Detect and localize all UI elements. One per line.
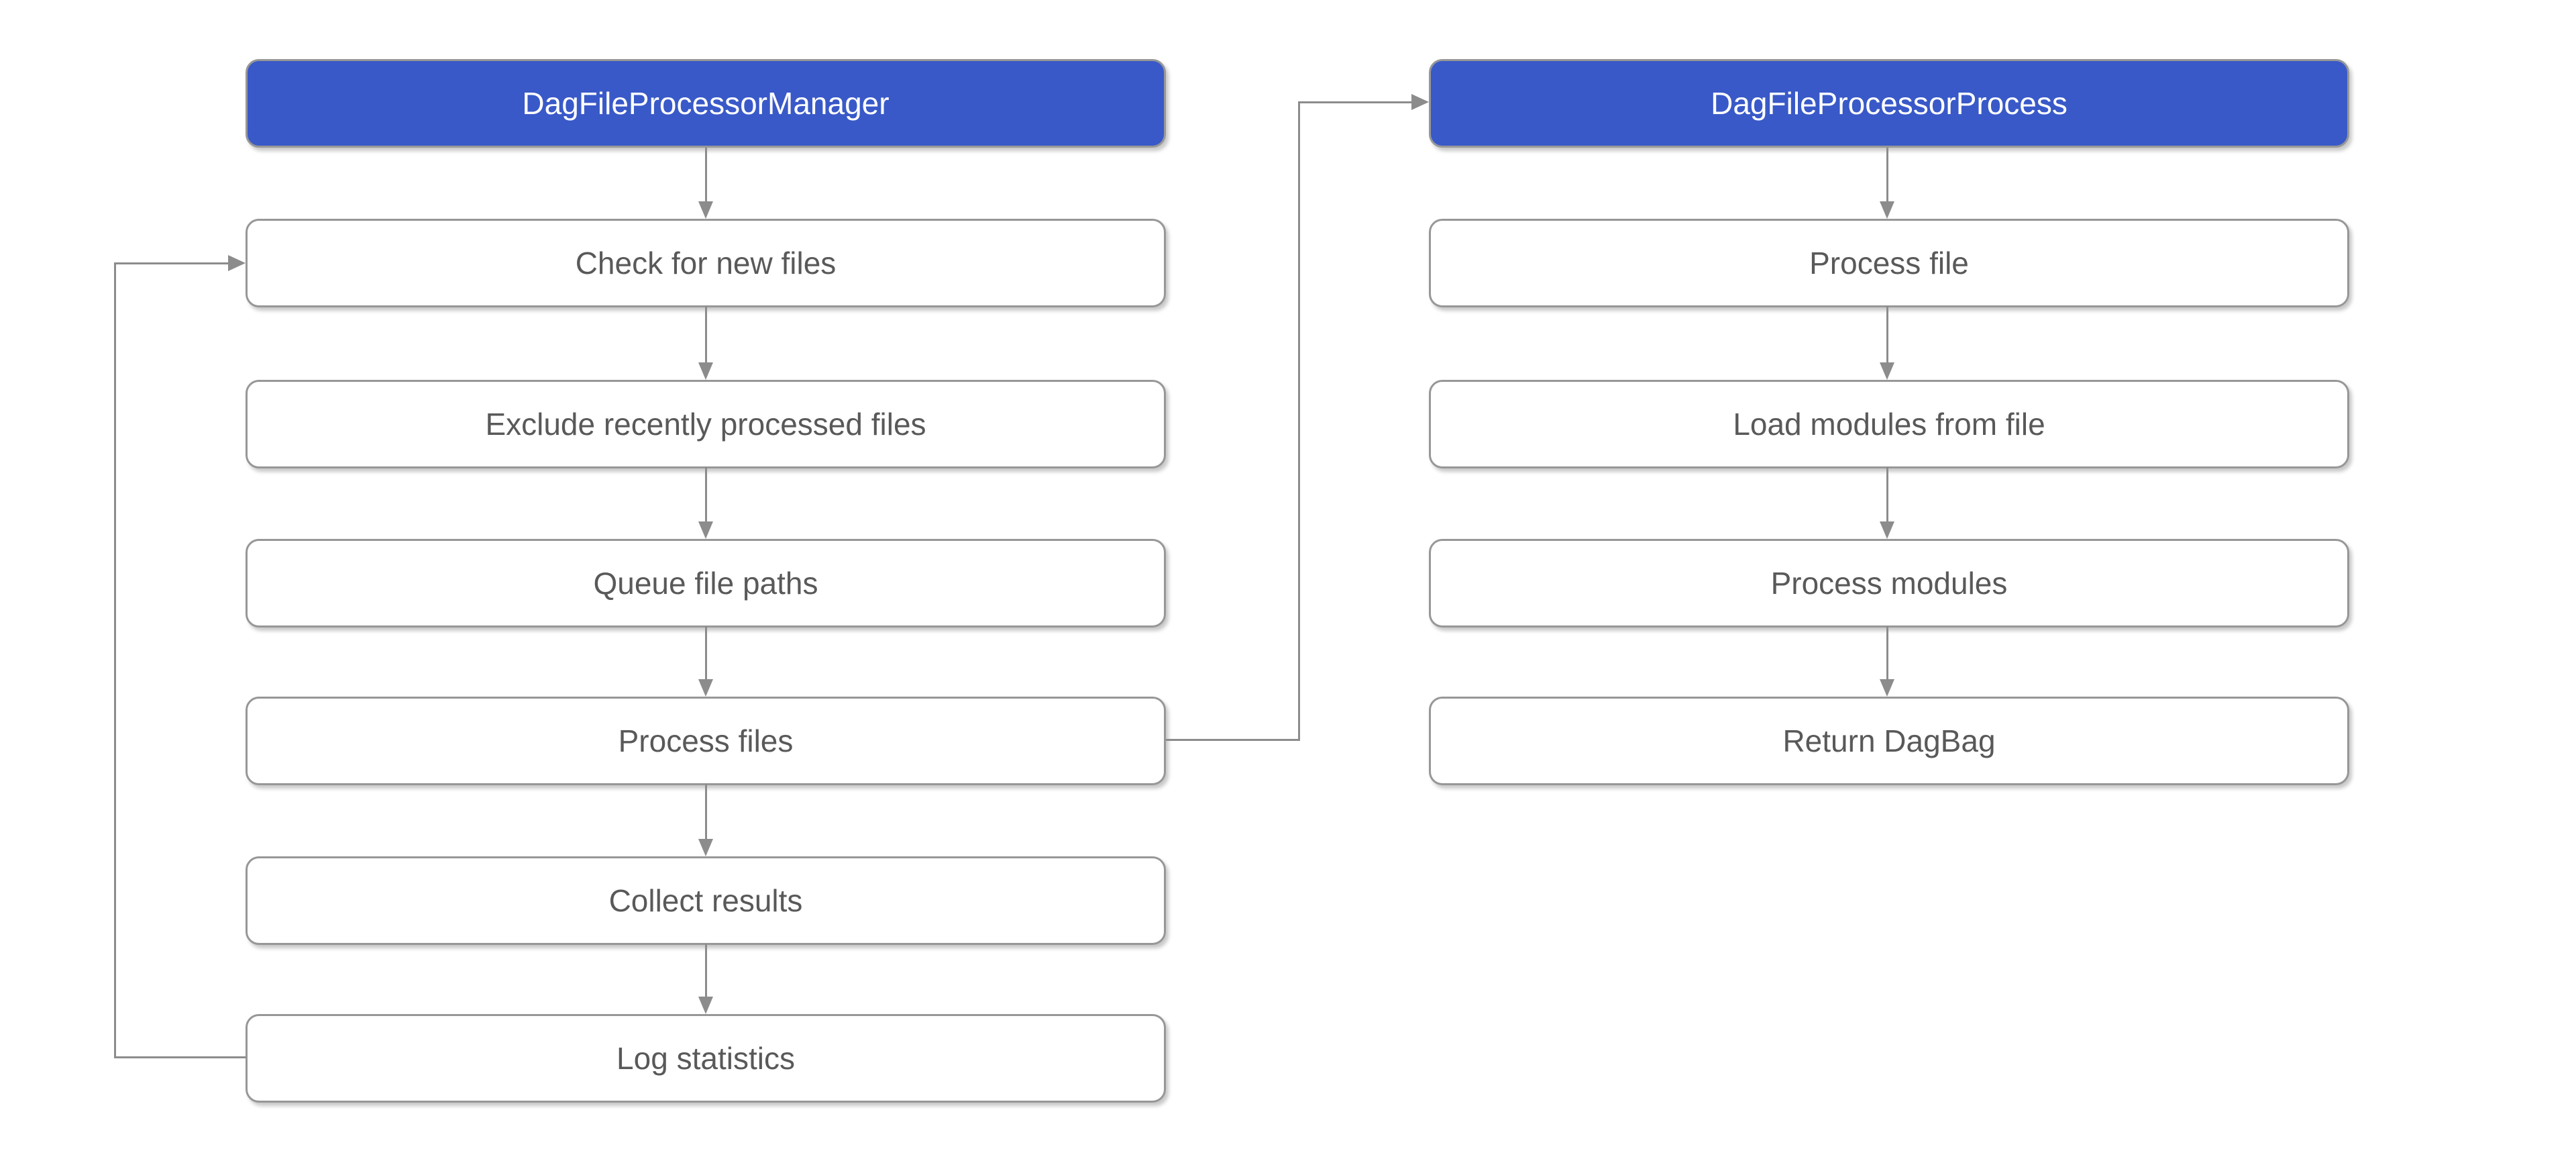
node-check-for-new-files: Check for new files <box>246 219 1166 307</box>
arrowhead-down <box>1880 201 1894 219</box>
node-exclude-recently-processed-files: Exclude recently processed files <box>246 380 1166 468</box>
arrowhead-down <box>698 201 713 219</box>
arrowhead-down <box>1880 521 1894 539</box>
node-return-dagbag: Return DagBag <box>1429 697 2349 785</box>
arrowhead-down <box>698 997 713 1014</box>
arrowhead-down <box>1880 362 1894 380</box>
node-load-modules-from-file: Load modules from file <box>1429 380 2349 468</box>
node-process-modules: Process modules <box>1429 539 2349 627</box>
arrowhead-down <box>698 362 713 380</box>
node-queue-file-paths: Queue file paths <box>246 539 1166 627</box>
node-dagfileprocessorprocess: DagFileProcessorProcess <box>1429 59 2349 148</box>
node-dagfileprocessormanager: DagFileProcessorManager <box>246 59 1166 148</box>
arrowhead-down <box>698 521 713 539</box>
arrowhead-right <box>228 255 246 271</box>
node-process-files: Process files <box>246 697 1166 785</box>
arrowhead-down <box>698 679 713 697</box>
arrowhead-down <box>698 839 713 856</box>
node-log-statistics: Log statistics <box>246 1014 1166 1103</box>
arrowhead-down <box>1880 679 1894 697</box>
node-process-file: Process file <box>1429 219 2349 307</box>
arrowhead-right <box>1411 94 1429 110</box>
node-collect-results: Collect results <box>246 856 1166 945</box>
